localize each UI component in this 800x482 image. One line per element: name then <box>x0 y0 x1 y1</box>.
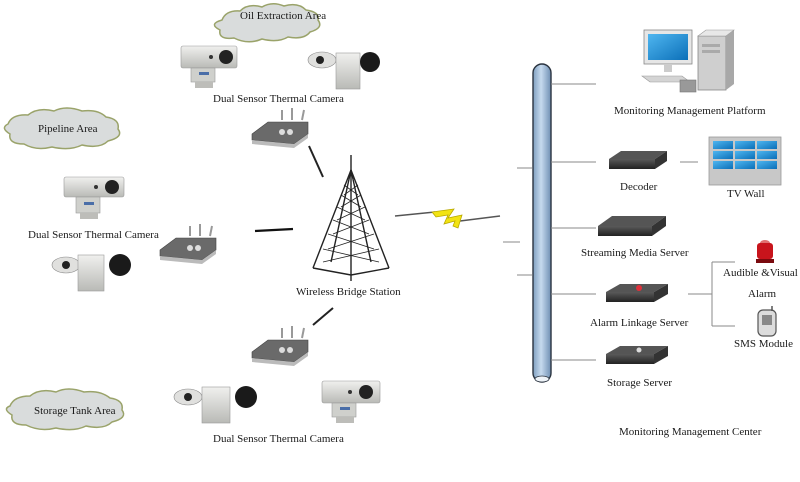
device-label-decoder: Decoder <box>620 181 658 193</box>
cloud-storage-tank <box>5 388 125 431</box>
storage-server-icon <box>606 346 668 364</box>
streaming-server-icon <box>598 216 666 236</box>
device-label-alarm-server: Alarm Linkage Server <box>590 317 689 329</box>
center-title: Monitoring Management Center <box>619 426 762 438</box>
wireless-bridge-icon <box>251 108 309 148</box>
cloud-oil-extraction <box>213 3 321 43</box>
network-backbone <box>532 63 552 383</box>
sms-module-icon <box>757 306 777 337</box>
link-line <box>254 227 294 233</box>
wireless-bridge-icon <box>159 224 217 264</box>
computer-icon <box>641 29 735 93</box>
device-label-audible-visual: Audible &Visual <box>723 267 798 279</box>
ptz-camera-icon <box>173 386 257 424</box>
camera-label-left: Dual Sensor Thermal Camera <box>28 229 159 241</box>
camera-label-top: Dual Sensor Thermal Camera <box>213 93 344 105</box>
ptz-camera-icon <box>307 51 380 90</box>
device-label-storage-server: Storage Server <box>607 377 673 389</box>
device-label-monitoring-platform: Monitoring Management Platform <box>614 105 766 117</box>
area-label-oil-extraction: Oil Extraction Area <box>240 10 327 22</box>
box-camera-icon <box>321 380 381 423</box>
decoder-icon <box>609 151 667 169</box>
tower-label: Wireless Bridge Station <box>296 286 401 298</box>
device-label-streaming-server: Streaming Media Server <box>581 247 689 259</box>
tower-icon <box>312 155 390 281</box>
box-camera-icon <box>63 176 125 219</box>
wireless-link-icon <box>394 208 501 229</box>
branch-lines <box>551 83 735 361</box>
tv-wall-icon <box>708 136 782 186</box>
box-camera-icon <box>180 45 238 88</box>
ptz-camera-icon <box>51 254 131 292</box>
area-label-storage-tank: Storage Tank Area <box>34 405 116 417</box>
camera-label-bottom: Dual Sensor Thermal Camera <box>213 433 344 445</box>
device-label-sms-module: SMS Module <box>734 338 793 350</box>
alarm-server-icon <box>606 284 668 302</box>
device-label-alarm: Alarm <box>748 288 777 300</box>
link-line <box>312 307 334 326</box>
alarm-beacon-icon <box>756 240 774 263</box>
cloud-pipeline <box>3 107 121 150</box>
device-label-tv-wall: TV Wall <box>727 188 765 200</box>
area-label-pipeline: Pipeline Area <box>38 123 98 135</box>
link-line <box>308 145 324 178</box>
wireless-bridge-icon <box>251 326 309 366</box>
